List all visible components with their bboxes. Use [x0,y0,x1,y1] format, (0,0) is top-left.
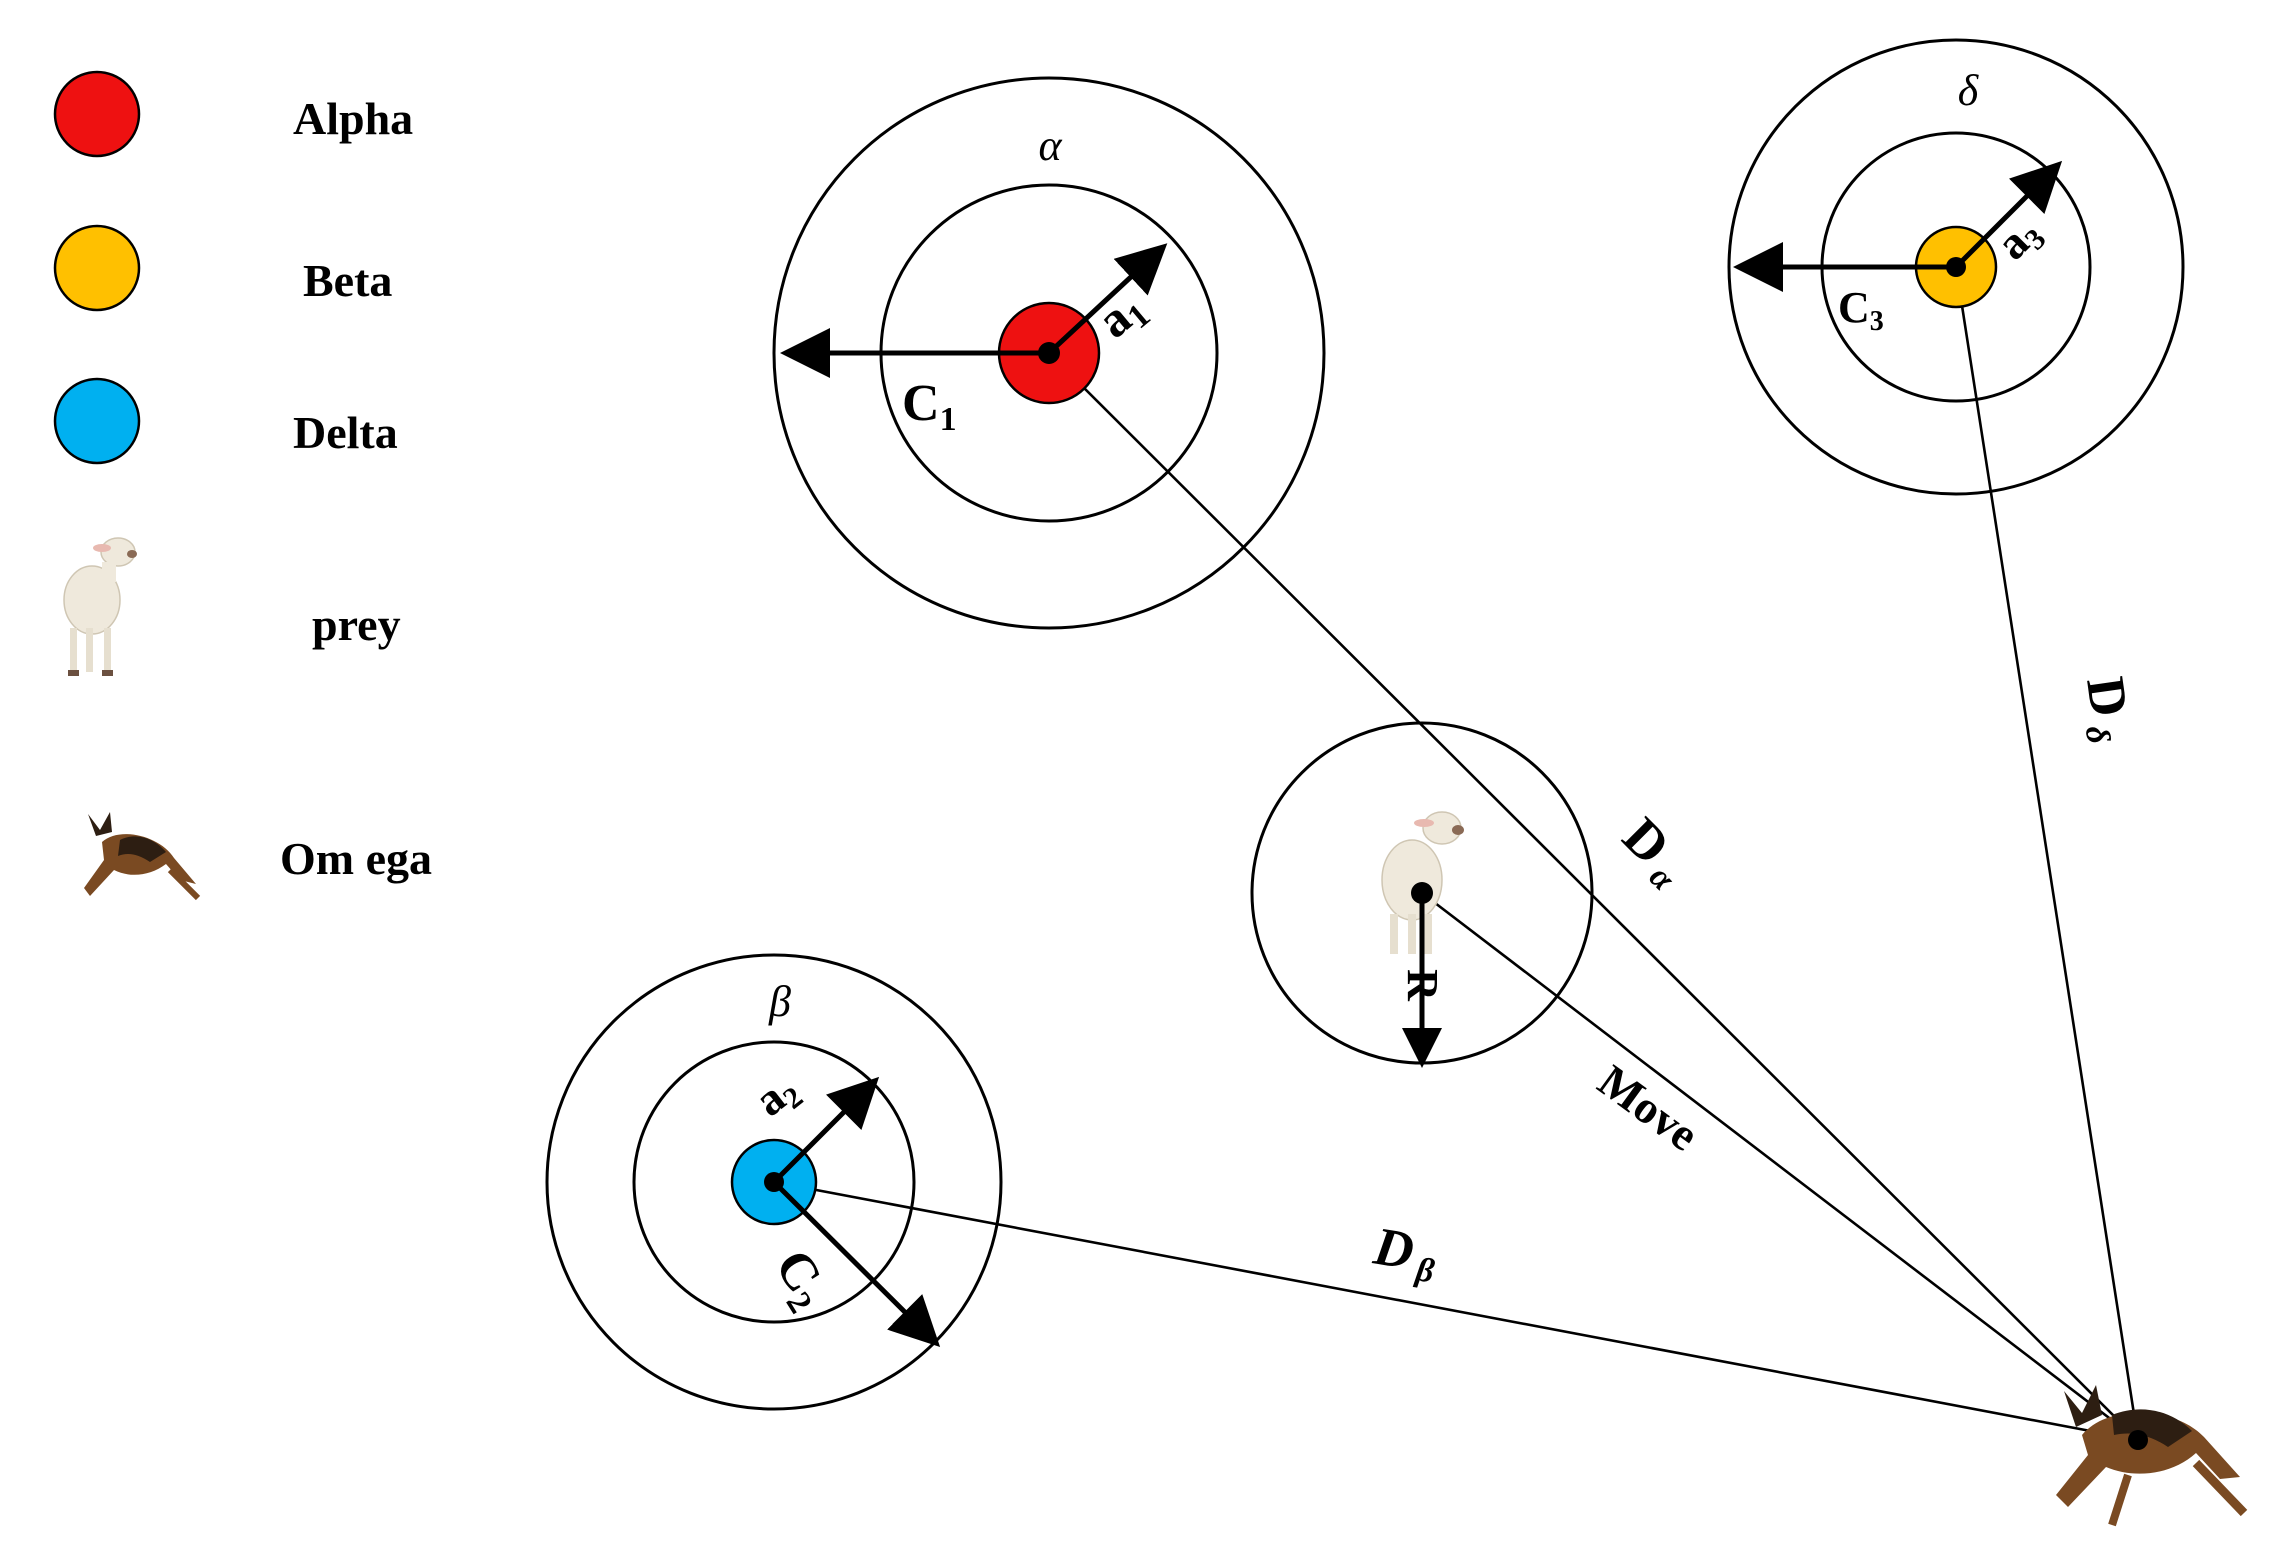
beta-outer-ring [545,953,1003,1411]
prey-r-label: R [1398,969,1447,1002]
legend-beta-label: Beta [303,255,392,306]
wolf-icon [84,812,201,901]
alpha-group: α a1 C1 [772,76,1326,630]
alpha-greek-label: α [1038,121,1062,170]
d-alpha-label: Dα [1609,806,1702,899]
d-beta-line [773,1180,2139,1442]
d-alpha-line [1048,352,2139,1441]
delta-a3-arrow [1954,160,2063,269]
alpha-outer-ring [772,76,1326,630]
prey-group: R [1250,721,1594,1068]
distance-lines [773,266,2140,1442]
d-delta-line [1954,266,2140,1441]
d-delta-label: Dδ [2071,673,2143,746]
delta-outer-ring [1727,38,2185,496]
yellow-circle-icon [53,224,141,312]
legend: Alpha Beta Delta prey [53,70,432,901]
legend-omega: Om ega [84,812,432,901]
beta-a2-arrow [772,1076,880,1184]
omega-center-point [2128,1430,2148,1450]
legend-delta: Delta [53,377,398,465]
blue-circle-icon [53,377,141,465]
alpha-c1-label: C1 [902,375,957,438]
beta-a2-label: a2 [745,1062,809,1130]
beta-c2-label: C2 [759,1240,841,1320]
distance-labels: Dα Dβ Dδ Move [1368,673,2143,1290]
legend-alpha: Alpha [53,70,413,158]
move-line [1421,891,2139,1442]
legend-omega-label: Om ega [280,833,432,884]
alpha-a1-arrow [1047,243,1168,355]
legend-prey: prey [63,537,401,676]
legend-delta-label: Delta [293,407,398,458]
move-label: Move [1589,1055,1708,1161]
beta-inner-ring [632,1040,916,1324]
omega-wolf [2056,1385,2248,1527]
delta-greek-label: δ [1958,66,1980,115]
legend-prey-label: prey [312,599,401,650]
beta-group: β a2 C2 [545,953,1003,1411]
delta-group: δ a3 C3 [1727,38,2185,496]
wolf-icon [2056,1385,2248,1527]
red-circle-icon [53,70,141,158]
lamb-icon [63,537,137,676]
beta-c2-arrow [772,1180,941,1348]
beta-greek-label: β [768,977,791,1026]
legend-alpha-label: Alpha [293,93,413,144]
delta-c3-label: C3 [1838,283,1884,337]
d-beta-label: Dβ [1368,1215,1442,1290]
legend-beta: Beta [53,224,392,312]
